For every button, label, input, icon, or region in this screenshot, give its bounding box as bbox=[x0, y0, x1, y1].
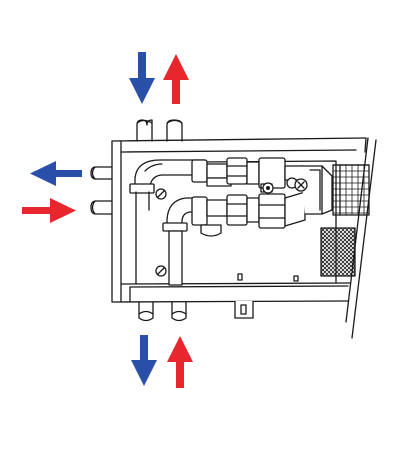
bleed-valve-icon bbox=[262, 182, 274, 194]
pipe-stub-top-left bbox=[136, 119, 153, 142]
pipe-stub-top-right bbox=[166, 119, 183, 142]
pipe-stub-side-lower bbox=[90, 200, 113, 215]
heat-exchanger-fins bbox=[332, 164, 370, 216]
valve-body-upper bbox=[191, 157, 304, 193]
mounting-bracket bbox=[234, 273, 299, 319]
pipe-stub-bottom-right bbox=[171, 301, 187, 322]
screw-lower bbox=[155, 265, 167, 277]
flow-arrow-bottom-right-up bbox=[167, 336, 193, 388]
pipe-stub-bottom-left bbox=[138, 301, 154, 322]
flow-arrow-side-upper-left bbox=[30, 161, 82, 186]
trench-housing bbox=[111, 137, 377, 339]
valve-body-lower bbox=[191, 191, 306, 237]
pipe-elbow-upper bbox=[129, 159, 206, 194]
pipe-stub-side-upper bbox=[90, 166, 113, 180]
fan-filter-block bbox=[320, 227, 356, 277]
thermostat-head-icon bbox=[294, 178, 308, 192]
flow-arrow-side-lower-right bbox=[22, 198, 76, 223]
screw-upper bbox=[155, 188, 167, 200]
drop-pipe-left bbox=[135, 191, 150, 285]
flow-arrow-top-left-down bbox=[129, 52, 155, 104]
flow-arrow-top-right-up bbox=[163, 54, 189, 104]
manifold-connector bbox=[300, 165, 333, 215]
flow-arrow-bottom-left-down bbox=[131, 335, 157, 386]
